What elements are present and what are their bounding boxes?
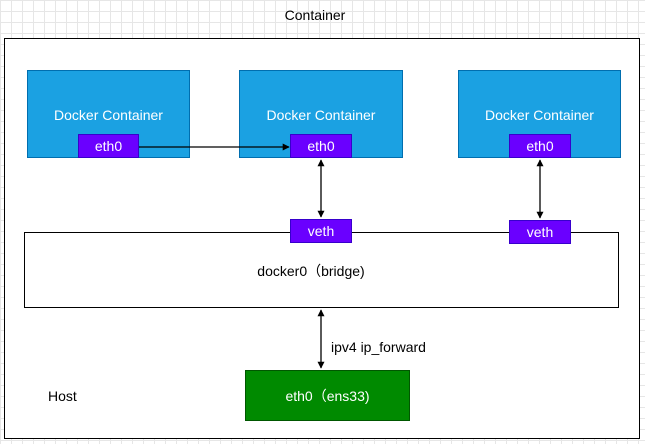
docker-container-label: Docker Container: [485, 107, 594, 123]
container-2-eth0: eth0: [290, 134, 352, 158]
diagram-title: Container: [284, 7, 346, 23]
host-label: Host: [48, 388, 77, 404]
veth-1: veth: [290, 219, 352, 243]
host-eth0: eth0（ens33): [245, 370, 410, 421]
container-1-eth0: eth0: [78, 134, 139, 158]
docker-container-label: Docker Container: [54, 107, 163, 123]
ip-forward-label: ipv4 ip_forward: [331, 339, 426, 355]
docker-container-label: Docker Container: [266, 107, 376, 123]
container-3-eth0: eth0: [509, 134, 571, 158]
veth-2: veth: [509, 220, 571, 244]
bridge-label: docker0（bridge): [257, 263, 365, 279]
